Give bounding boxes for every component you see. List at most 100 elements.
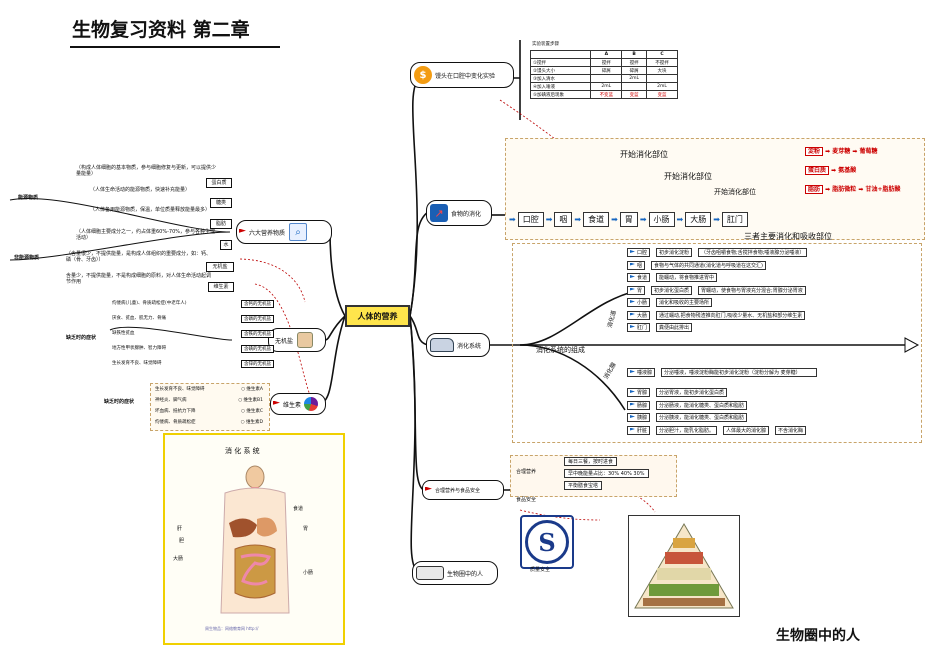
- gland-row: 唾液腺分泌唾液，唾液淀粉酶能初步消化淀粉（淀粉分解为 麦芽糖）: [627, 368, 818, 377]
- chain-arrow-icon: ➡: [545, 214, 553, 224]
- gland-row: 胰腺 分泌胰液，能消化糖类、蛋白质和脂肪: [627, 413, 748, 422]
- salt-symptom-text: 缺铁性贫血: [112, 331, 135, 336]
- salt-symptom-row: 生长发育不良、味觉障碍含锌的无机盐: [112, 358, 274, 371]
- flag-icon: [630, 402, 635, 406]
- chain-organ-box[interactable]: 小肠: [648, 211, 675, 227]
- salt-symptom-row: 地方性甲状腺肿、智力障碍含碘的无机盐: [112, 343, 274, 356]
- gland-organ-name: 胰腺: [637, 415, 648, 421]
- tract-function: 能蠕动，将食物推进胃中: [656, 273, 718, 282]
- central-label: 人体的营养: [357, 311, 398, 321]
- fat-label: 脂肪: [215, 221, 226, 227]
- tract-organ-box[interactable]: 食道: [627, 273, 651, 282]
- system-composition-label: 消化系统的组成: [536, 346, 585, 354]
- gland-note: 不含消化酶: [775, 425, 807, 435]
- salt-symptom-row: 佝偻病(儿童)、骨质疏松症(中老年人)含钙的无机盐: [112, 298, 274, 311]
- flag-icon: [630, 312, 635, 316]
- branch-diet-safety[interactable]: 合理营养与食品安全: [422, 480, 504, 500]
- gland-organ-box[interactable]: 胰腺: [627, 413, 651, 422]
- experiment-cell: ②馒头大小: [529, 66, 592, 75]
- hand-icon: [297, 332, 314, 348]
- chain-organ-box[interactable]: 胃: [619, 211, 638, 227]
- chain-organ-box[interactable]: 大肠: [685, 211, 712, 227]
- gland-function: 分泌胰液，能消化糖类、蛋白质和脂肪: [656, 413, 748, 422]
- tract-organ-name: 大肠: [637, 312, 648, 319]
- chain-organ-box[interactable]: 肛门: [721, 211, 748, 227]
- reaction-arrow-icon: ➡: [829, 167, 839, 174]
- chain-organ-box[interactable]: 口腔: [517, 211, 544, 227]
- salt-type-box: 含钙的无机盐: [241, 300, 274, 308]
- gland-function: 分泌胃液，能初步消化蛋白质: [656, 388, 728, 397]
- tract-organ-box[interactable]: 肛门: [627, 323, 651, 332]
- gland-organ-box[interactable]: 唾液腺: [627, 368, 656, 377]
- gland-function: 分泌胆汁，能乳化脂肪。: [656, 425, 718, 435]
- tract-organ-box[interactable]: 咽: [627, 260, 646, 270]
- tract-function: 食物与气体的共同通道(消化道与呼吸道在这交汇): [651, 260, 766, 270]
- gland-organ-box[interactable]: 肝脏: [627, 425, 651, 435]
- branch-digestive-system[interactable]: 消化系统: [426, 333, 490, 357]
- salt-deficiency-label: 缺乏时的症状: [66, 335, 97, 341]
- experiment-cell: [590, 74, 623, 83]
- experiment-cell: 搅拌: [621, 58, 647, 67]
- protein-box: 蛋白质: [206, 178, 232, 188]
- salt-symptom-text: 生长发育不良、味觉障碍: [112, 361, 162, 366]
- reaction-substrate: 淀粉: [805, 147, 824, 156]
- branch-vitamin-label: 维生素: [283, 401, 302, 409]
- branch-food-digestion-label: 食物的消化: [451, 210, 482, 218]
- tract-organ-name: 咽: [637, 262, 643, 269]
- vit-desc: 含量少，不提供能量，不是构成细胞的原料，对人体生命活动起调节作用: [66, 273, 212, 285]
- label-gallbladder: 胆: [179, 538, 185, 544]
- reaction-product: 葡萄糖: [859, 148, 878, 155]
- label-stomach: 胃: [303, 526, 309, 532]
- reaction-arrow-icon: ➡: [823, 186, 833, 193]
- experiment-cell: ⑤加碘液后现象: [529, 90, 592, 99]
- vitamin-symptom-row: 坏血病、抵抗力下降○ 维生素C: [155, 408, 265, 418]
- start-digestion-1: 开始消化部位: [620, 150, 668, 159]
- flag-icon: [630, 262, 635, 266]
- tract-organ-box[interactable]: 大肠: [627, 310, 651, 320]
- tract-organ-box[interactable]: 胃: [627, 285, 646, 295]
- gland-note: 人体最大的消化腺: [723, 425, 770, 435]
- tract-function: 通过蠕动,把食物残渣推向肛门,吸收少量水、无机盐和部分维生素: [656, 310, 806, 320]
- experiment-cell: 变蓝: [646, 90, 678, 99]
- tract-detail: （牙齿咀嚼食物;舌搅拌食物;唾液腺分泌唾液）: [698, 248, 808, 257]
- tract-organ-box[interactable]: 口腔: [627, 248, 651, 257]
- branch-six-nutrients[interactable]: 六大营养物质 ⌕: [236, 220, 332, 244]
- flag-icon: [630, 370, 635, 373]
- experiment-header-cell: B: [621, 50, 647, 59]
- magnifier-icon: ⌕: [289, 223, 308, 241]
- tract-organ-name: 口腔: [637, 250, 648, 256]
- branch-experiment[interactable]: $ 馒头在口腔中变化实验: [410, 62, 514, 88]
- branch-food-digestion[interactable]: ↗ 食物的消化: [426, 200, 492, 226]
- experiment-cell: 不变蓝: [590, 90, 623, 99]
- central-node[interactable]: 人体的营养: [345, 305, 410, 327]
- flag-icon: [273, 400, 280, 405]
- tract-organ-box[interactable]: 小肠: [627, 298, 651, 307]
- tract-row: 口腔 初步消化淀粉 （牙齿咀嚼食物;舌搅拌食物;唾液腺分泌唾液）: [627, 247, 808, 258]
- experiment-cell: ④加入唾液: [529, 82, 592, 91]
- tract-function: 初步消化淀粉: [656, 248, 693, 257]
- non-energy-substance-label: 非能源物质: [14, 255, 40, 261]
- tract-function: 初步消化蛋白质: [651, 285, 693, 295]
- tract-row: 胃初步消化蛋白质胃蠕动，使食物与胃液充分混合;胃腺分泌胃液: [627, 285, 806, 296]
- chain-organ-box[interactable]: 食道: [583, 211, 610, 227]
- branch-vitamin[interactable]: 维生素: [270, 393, 326, 415]
- flag-icon: [239, 228, 246, 233]
- gland-organ-box[interactable]: 胃腺: [627, 388, 651, 397]
- gland-organ-box[interactable]: 肠腺: [627, 400, 651, 410]
- branch-inorganic-salt[interactable]: 无机盐: [268, 328, 326, 352]
- chain-arrow-icon: ➡: [611, 214, 618, 224]
- branch-human[interactable]: 生物圈中的人: [412, 561, 498, 585]
- tract-organ-name: 食道: [637, 275, 648, 281]
- diet-item-box: 每日三餐，按时进食: [564, 457, 618, 466]
- start-digestion-3: 开始消化部位: [714, 188, 756, 196]
- figure-title: 消 化 系 统: [225, 447, 260, 455]
- fat-box: 脂肪: [210, 219, 232, 229]
- vitamin-name: ○ 维生素C: [241, 409, 263, 414]
- flag-icon: [630, 287, 635, 291]
- vitamin-symptom-row: 生长发育不良、味觉障碍○ 维生素A: [155, 386, 265, 396]
- experiment-cell: 碎屑: [590, 66, 623, 75]
- chain-organ-box[interactable]: 咽: [554, 211, 573, 227]
- experiment-cell: 搅拌: [590, 58, 623, 67]
- experiment-caption: 实验装置步骤: [532, 42, 559, 47]
